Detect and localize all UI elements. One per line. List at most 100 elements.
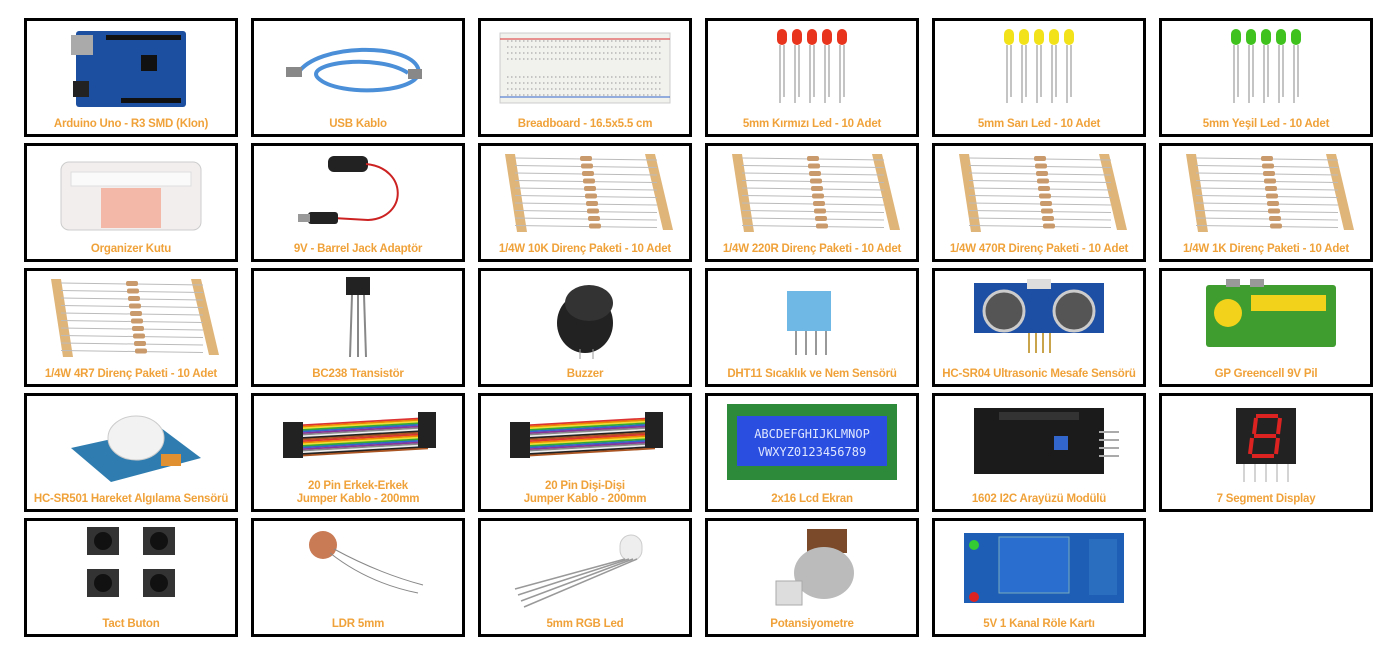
product-label[interactable]: Breadboard - 16.5x5.5 cm [517, 118, 653, 130]
product-card[interactable]: 7 Segment Display [1159, 393, 1373, 512]
product-card[interactable]: 5mm Sarı Led - 10 Adet [932, 18, 1146, 137]
product-label[interactable]: BC238 Transistör [312, 368, 404, 380]
product-card[interactable]: Breadboard - 16.5x5.5 cm [478, 18, 692, 137]
product-image[interactable] [1162, 398, 1370, 486]
product-image[interactable] [935, 398, 1143, 486]
product-card[interactable]: HC-SR501 Hareket Algılama Sensörü [24, 393, 238, 512]
product-label[interactable]: LDR 5mm [331, 618, 385, 630]
product-image[interactable] [254, 398, 462, 486]
product-card[interactable]: HC-SR04 Ultrasonic Mesafe Sensörü [932, 268, 1146, 387]
product-label[interactable]: 5V 1 Kanal Röle Kartı [983, 618, 1095, 630]
product-image[interactable] [27, 398, 235, 486]
product-card[interactable]: 9V - Barrel Jack Adaptör [251, 143, 465, 262]
resistors-image [1186, 154, 1354, 232]
ultrasonic-image [974, 279, 1104, 353]
arduino-board-image [71, 31, 186, 107]
product-image[interactable] [27, 523, 235, 611]
product-label[interactable]: 9V - Barrel Jack Adaptör [293, 243, 423, 255]
product-image[interactable] [27, 23, 235, 111]
product-image[interactable] [27, 273, 235, 361]
jumper-image [510, 412, 663, 458]
pir-image [71, 415, 201, 482]
product-image[interactable] [254, 523, 462, 611]
product-image[interactable]: ABCDEFGHIJKLMNOP VWXYZ0123456789 [708, 398, 916, 486]
product-label[interactable]: GP Greencell 9V Pil [1214, 368, 1318, 380]
product-card[interactable]: DHT11 Sıcaklık ve Nem Sensörü [705, 268, 919, 387]
product-label[interactable]: 5mm Sarı Led - 10 Adet [977, 118, 1101, 130]
product-label[interactable]: Buzzer [566, 368, 604, 380]
product-label[interactable]: 1/4W 470R Direnç Paketi - 10 Adet [949, 243, 1129, 255]
transistor-image [346, 277, 370, 358]
product-label[interactable]: Organizer Kutu [90, 243, 172, 255]
product-image[interactable] [481, 23, 689, 111]
product-label[interactable]: 1/4W 4R7 Direnç Paketi - 10 Adet [44, 368, 218, 380]
product-label[interactable]: 5mm Yeşil Led - 10 Adet [1202, 118, 1330, 130]
svg-text:ABCDEFGHIJKLMNOP: ABCDEFGHIJKLMNOP [754, 427, 870, 441]
product-card[interactable]: BC238 Transistör [251, 268, 465, 387]
product-image[interactable] [481, 148, 689, 236]
product-image[interactable] [481, 523, 689, 611]
product-card[interactable]: Tact Buton [24, 518, 238, 637]
led-image [777, 29, 847, 103]
svg-text:VWXYZ0123456789: VWXYZ0123456789 [758, 445, 866, 459]
product-card[interactable]: 1/4W 470R Direnç Paketi - 10 Adet [932, 143, 1146, 262]
product-label[interactable]: 7 Segment Display [1216, 493, 1316, 505]
product-label[interactable]: 1/4W 1K Direnç Paketi - 10 Adet [1183, 243, 1349, 255]
product-card[interactable]: Organizer Kutu [24, 143, 238, 262]
product-label[interactable]: Arduino Uno - R3 SMD (Klon) [53, 118, 209, 130]
product-label[interactable]: HC-SR501 Hareket Algılama Sensörü [33, 493, 229, 505]
product-card[interactable]: 5mm Yeşil Led - 10 Adet [1159, 18, 1373, 137]
product-image[interactable] [708, 148, 916, 236]
product-card[interactable]: 1/4W 1K Direnç Paketi - 10 Adet [1159, 143, 1373, 262]
product-card[interactable]: Potansiyometre [705, 518, 919, 637]
product-card[interactable]: 5V 1 Kanal Röle Kartı [932, 518, 1146, 637]
product-card[interactable]: Arduino Uno - R3 SMD (Klon) [24, 18, 238, 137]
product-label[interactable]: 5mm Kırmızı Led - 10 Adet [742, 118, 882, 130]
product-image[interactable] [708, 523, 916, 611]
product-label[interactable]: 1/4W 220R Direnç Paketi - 10 Adet [722, 243, 902, 255]
product-card[interactable]: LDR 5mm [251, 518, 465, 637]
product-card[interactable]: Buzzer [478, 268, 692, 387]
product-card[interactable]: 1/4W 4R7 Direnç Paketi - 10 Adet [24, 268, 238, 387]
product-image[interactable] [254, 23, 462, 111]
product-image[interactable] [254, 148, 462, 236]
product-card[interactable]: 1/4W 220R Direnç Paketi - 10 Adet [705, 143, 919, 262]
product-image[interactable] [27, 148, 235, 236]
product-image[interactable] [481, 273, 689, 361]
product-label[interactable]: Tact Buton [102, 618, 160, 630]
product-label[interactable]: USB Kablo [329, 118, 387, 130]
product-image[interactable] [1162, 273, 1370, 361]
product-label[interactable]: 2x16 Lcd Ekran [771, 493, 853, 505]
product-image[interactable] [935, 23, 1143, 111]
product-card[interactable]: 5mm Kırmızı Led - 10 Adet [705, 18, 919, 137]
product-label[interactable]: Potansiyometre [770, 618, 854, 630]
product-card[interactable]: ABCDEFGHIJKLMNOP VWXYZ0123456789 2x16 Lcd … [705, 393, 919, 512]
relay-image [964, 533, 1124, 603]
product-card[interactable]: 5mm RGB Led [478, 518, 692, 637]
product-label[interactable]: 1602 I2C Arayüzü Modülü [971, 493, 1107, 505]
product-image[interactable] [708, 273, 916, 361]
rgb-led-image [514, 534, 643, 608]
product-image[interactable] [935, 523, 1143, 611]
product-card[interactable]: 1/4W 10K Direnç Paketi - 10 Adet [478, 143, 692, 262]
product-label[interactable]: 5mm RGB Led [546, 618, 624, 630]
product-card[interactable]: USB Kablo [251, 18, 465, 137]
product-image[interactable] [481, 398, 689, 486]
lcd-image: ABCDEFGHIJKLMNOP VWXYZ0123456789 [727, 404, 897, 480]
product-card[interactable]: 1602 I2C Arayüzü Modülü [932, 393, 1146, 512]
product-label[interactable]: DHT11 Sıcaklık ve Nem Sensörü [727, 368, 897, 380]
product-image[interactable] [254, 273, 462, 361]
product-image[interactable] [935, 273, 1143, 361]
organizer-box-image [60, 161, 202, 231]
product-image[interactable] [708, 23, 916, 111]
product-card[interactable]: GP Greencell 9V Pil [1159, 268, 1373, 387]
product-image[interactable] [1162, 23, 1370, 111]
product-label[interactable]: HC-SR04 Ultrasonic Mesafe Sensörü [942, 368, 1136, 380]
product-image[interactable] [935, 148, 1143, 236]
product-label[interactable]: 1/4W 10K Direnç Paketi - 10 Adet [498, 243, 672, 255]
product-image[interactable] [1162, 148, 1370, 236]
